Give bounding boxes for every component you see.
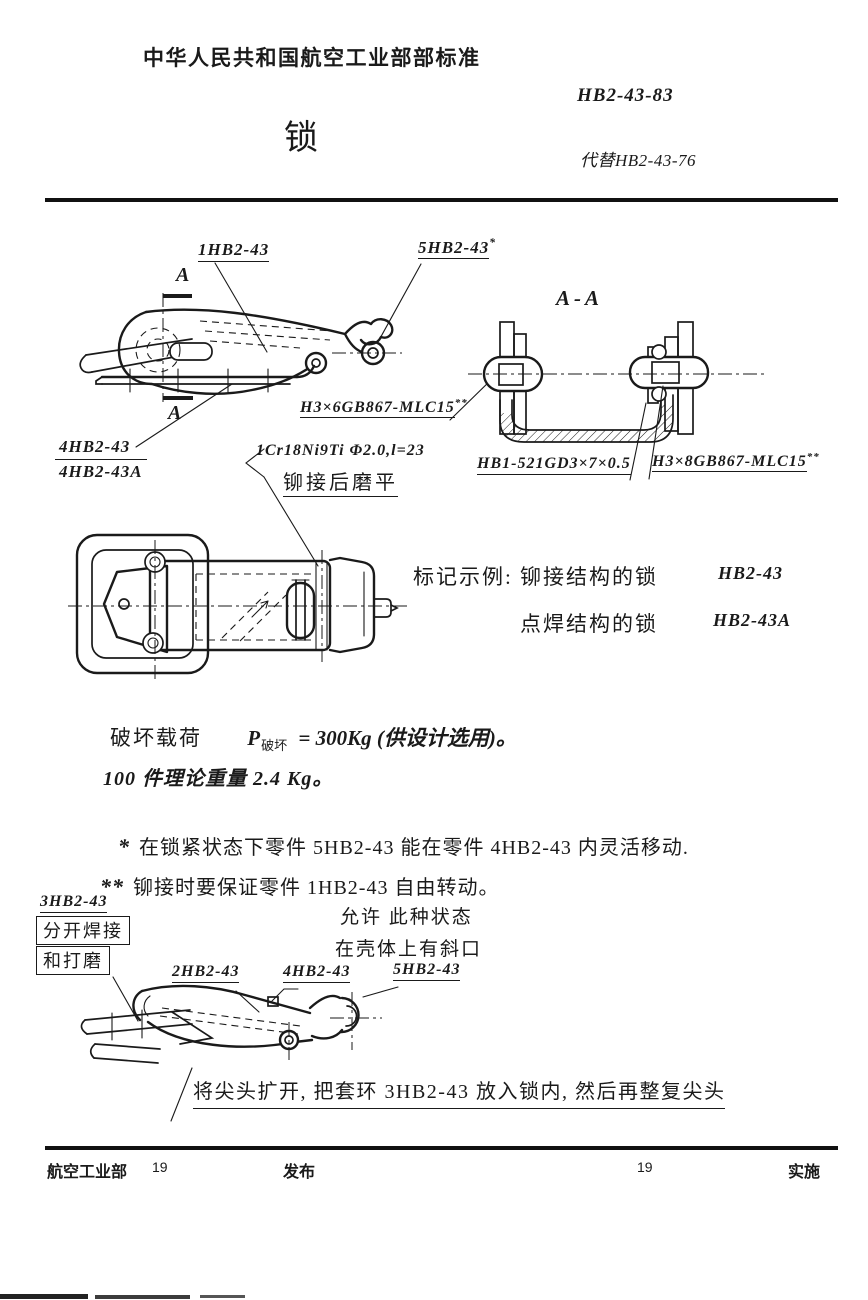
- scan-artifact: [200, 1295, 245, 1298]
- marking-riveted-code: HB2-43: [718, 563, 784, 583]
- wire-note: 铆接后磨平: [283, 466, 398, 497]
- weld-note-line2: 和打磨: [36, 946, 110, 975]
- footer-publish-label: 发布: [283, 1164, 316, 1181]
- section-mark-a-top: A: [176, 264, 191, 286]
- fig3-top-view: [68, 533, 408, 681]
- page-title: 锁: [284, 120, 318, 157]
- fig1-side-view: [79, 262, 495, 567]
- note-2: ** 铆接时要保证零件 1HB2-43 自由转动。: [100, 874, 500, 899]
- part-label-5hb2-43: 5HB2-43*: [418, 236, 497, 259]
- washer-spec-hb1-521: HB1-521GD3×7×0.5: [477, 455, 631, 475]
- part-label-3hb2-43: 3HB2-43: [40, 893, 108, 913]
- footer-implement-label: 实施: [788, 1164, 821, 1181]
- fig2-section-aa: [468, 321, 765, 481]
- rivet-spec-h3x6: H3×6GB867-MLC15**: [300, 397, 468, 419]
- section-title-aa: A-A: [556, 286, 604, 310]
- replaces-note: 代替HB2-43-76: [580, 151, 696, 170]
- footer-publish-year: 19: [152, 1159, 168, 1175]
- assembly-caption: 将尖头扩开, 把套环 3HB2-43 放入锁内, 然后再整复尖头: [193, 1075, 726, 1109]
- rivet-spec-h3x8: H3×8GB867-MLC15**: [652, 451, 820, 473]
- part-label-4hb2-43: 4HB2-43 4HB2-43A: [55, 437, 147, 482]
- marking-welded-text: 点焊结构的锁: [520, 612, 658, 636]
- allowed-state-line2: 在壳体上有斜口: [335, 939, 483, 960]
- scan-artifact: [95, 1295, 190, 1299]
- marking-welded-code: HB2-43A: [713, 610, 792, 630]
- fig4-open-view: [80, 976, 399, 1122]
- part-label-4hb2-43-fig4: 4HB2-43: [283, 963, 351, 983]
- part-label-5hb2-43-fig4: 5HB2-43: [393, 961, 461, 981]
- allowed-state-line1: 允许 此种状态: [340, 907, 473, 928]
- footer-divider: [45, 1146, 838, 1150]
- marking-example-lead: 标记示例:: [413, 565, 513, 589]
- wire-spec: 1Cr18Ni9Ti Φ2.0,l=23: [256, 442, 425, 459]
- header-divider: [45, 198, 838, 202]
- footer-dept: 航空工业部: [47, 1164, 128, 1181]
- breaking-load-line: 破坏载荷 P破坏 = 300Kg (供设计选用)。: [110, 726, 517, 754]
- part-label-1hb2-43: 1HB2-43: [198, 240, 270, 262]
- marking-riveted-text: 铆接结构的锁: [520, 565, 658, 589]
- weight-line: 100 件理论重量 2.4 Kg。: [103, 768, 334, 790]
- section-mark-a-bottom: A: [168, 402, 183, 424]
- note-1: * 在锁紧状态下零件 5HB2-43 能在零件 4HB2-43 内灵活移动.: [118, 834, 689, 859]
- standard-ministry-title: 中华人民共和国航空工业部部标准: [143, 47, 481, 70]
- scan-artifact: [0, 1294, 88, 1299]
- part-label-2hb2-43: 2HB2-43: [172, 963, 240, 983]
- footer-implement-year: 19: [637, 1159, 653, 1175]
- weld-note-line1: 分开焊接: [36, 916, 130, 945]
- standard-number: HB2-43-83: [577, 85, 674, 106]
